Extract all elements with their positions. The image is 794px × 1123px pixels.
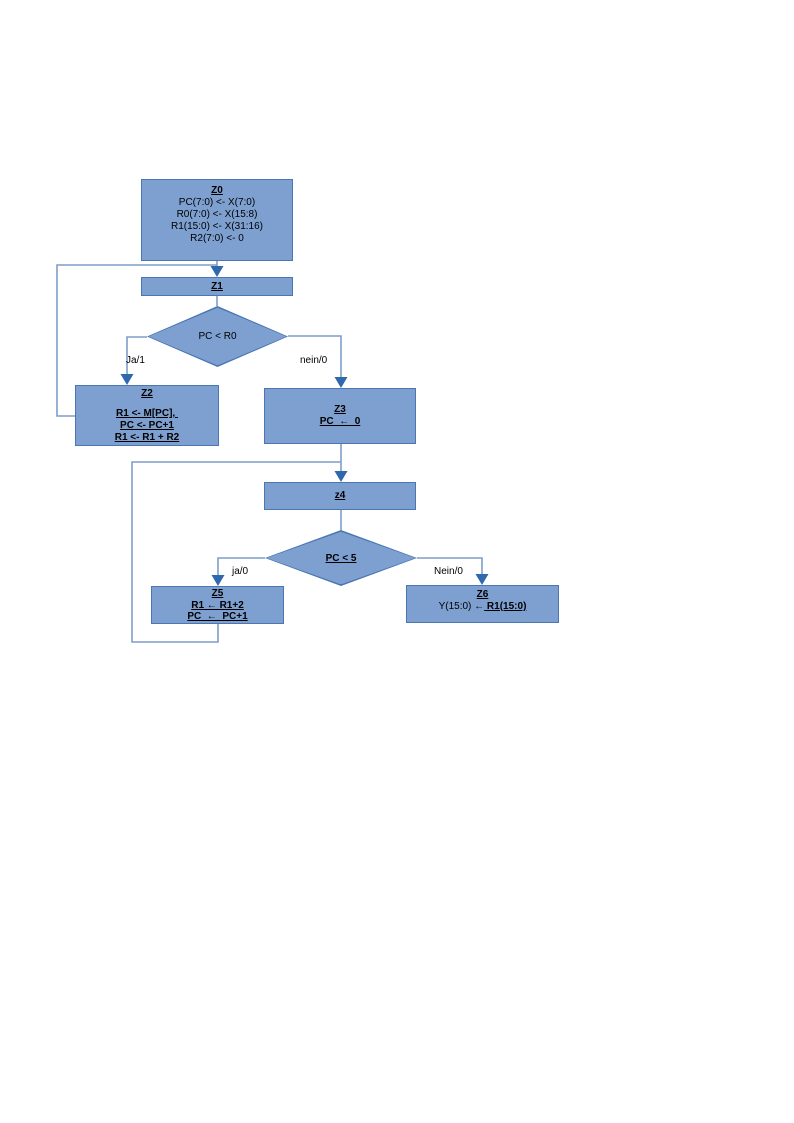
state-z6-title: Z6 (476, 589, 489, 600)
state-z6-line-emph: R1(15:0) (484, 600, 527, 612)
state-z2-line: R1 <- R1 + R2 (114, 432, 180, 443)
state-z1-box: Z1 (141, 277, 293, 296)
connector-decision2-to-z6 (417, 557, 483, 574)
state-z1-title: Z1 (211, 280, 223, 292)
state-z2-line: R1 <- M[PC], (116, 408, 178, 419)
edge-label-d2-false: Nein/0 (434, 566, 463, 577)
state-z0-box: Z0 PC(7:0) <- X(7:0) R0(7:0) <- X(15:8) … (141, 179, 293, 261)
state-z2-line: PC <- PC+1 (120, 420, 174, 431)
arrowhead-into-z6 (475, 574, 489, 585)
connector-decision1-to-z3 (288, 335, 342, 377)
arrowhead-into-z3 (334, 377, 348, 388)
connector-decision2-to-z5 (217, 557, 265, 575)
state-z0-line: R2(7:0) <- 0 (190, 233, 244, 244)
state-z3-line: PC ← 0 (319, 416, 361, 427)
decision-pc-lt-5: PC < 5 (265, 530, 417, 586)
connector-decision1-to-z2 (126, 336, 147, 375)
state-z2-box: Z2 R1 <- M[PC], PC <- PC+1 R1 <- R1 + R2 (75, 385, 219, 446)
edge-label-d2-true: ja/0 (232, 566, 249, 577)
state-z5-box: Z5 R1 ← R1+2 PC ← PC+1 (151, 586, 284, 624)
state-z3-box: Z3 PC ← 0 (264, 388, 416, 444)
state-z6-line: Y(15:0) ← R1(15:0) (407, 601, 558, 613)
state-z0-line: R0(7:0) <- X(15:8) (176, 209, 258, 220)
spacer (76, 400, 218, 408)
decision-pc-lt-5-label: PC < 5 (325, 552, 357, 564)
state-z6-line-prefix: Y(15:0) ← (438, 600, 485, 612)
state-z5-line: PC ← PC+1 (187, 611, 248, 622)
connector-z5-feedback-to-z4 (131, 461, 341, 643)
edge-label-d1-true: Ja/1 (126, 355, 145, 366)
state-z5-line: R1 ← R1+2 (191, 599, 244, 611)
state-z3-title: Z3 (334, 404, 346, 415)
state-z2-title: Z2 (141, 388, 153, 399)
arrowhead-into-z5 (211, 575, 225, 586)
arrowhead-into-z1 (210, 266, 224, 277)
decision-pc-lt-r0: PC < R0 (147, 306, 288, 367)
decision-pc-lt-r0-label: PC < R0 (198, 331, 237, 342)
state-z5-title: Z5 (211, 588, 224, 599)
state-z0-line: PC(7:0) <- X(7:0) (178, 197, 256, 208)
arrowhead-into-z4 (334, 471, 348, 482)
arrowhead-into-z2 (120, 374, 134, 385)
state-z6-box: Z6 Y(15:0) ← R1(15:0) (406, 585, 559, 623)
edge-label-d1-false: nein/0 (300, 355, 328, 366)
state-z0-title: Z0 (211, 185, 223, 196)
state-z4-box: z4 (264, 482, 416, 510)
state-z4-title: z4 (334, 490, 346, 501)
state-z0-line: R1(15:0) <- X(31:16) (171, 221, 263, 232)
connector-z2-feedback-to-z1 (56, 264, 217, 417)
